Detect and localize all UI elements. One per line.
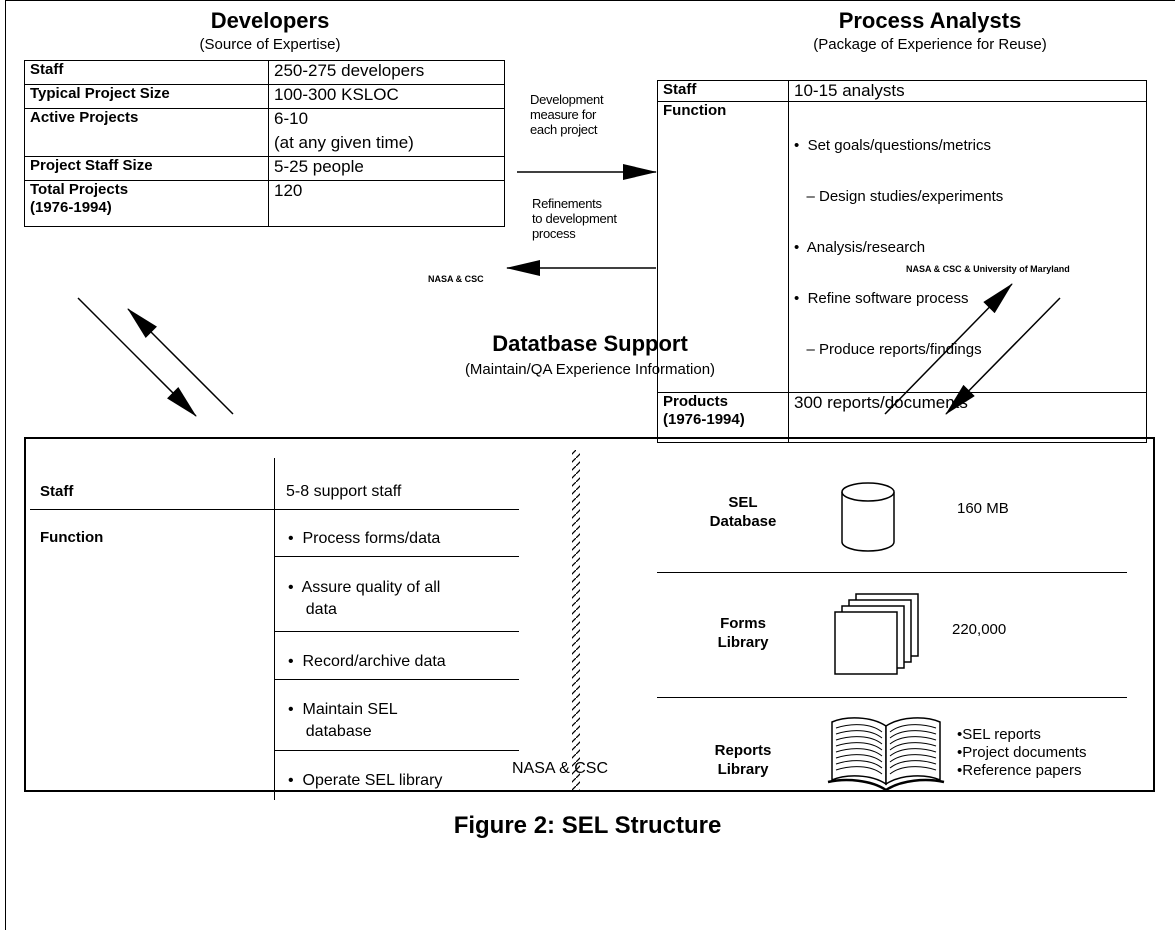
analysts-function-cell: • Set goals/questions/metrics – Design s… [788, 101, 1147, 393]
library-divider [657, 697, 1127, 698]
lib-label-line: Database [709, 513, 777, 530]
forward-label-line: Development [530, 92, 604, 107]
report-item: •Project documents [957, 744, 1087, 761]
reports-library-items: •SEL reports •Project documents •Referen… [957, 726, 1086, 780]
forms-library-count: 220,000 [952, 621, 1007, 638]
page-border-top [5, 0, 1175, 1]
analysts-title: Process Analysts [838, 8, 1022, 33]
back-arrow-label: Refinements to development process [532, 196, 617, 241]
developers-title: Developers [210, 8, 330, 33]
forward-label-line: measure for [530, 107, 597, 122]
lib-label-line: Library [717, 634, 769, 651]
developers-subtitle: (Source of Expertise) [199, 36, 341, 53]
db-function-key: Function [40, 529, 104, 546]
lib-label-line: Forms [720, 615, 766, 632]
sel-database-size: 160 MB [957, 500, 1009, 517]
forms-library-label: Forms Library [683, 614, 803, 652]
page-border-left [5, 0, 6, 930]
lib-label-line: Library [717, 761, 769, 778]
dev-total-projects-key: Total Projects [30, 181, 129, 198]
analysts-function-line: • Set goals/questions/metrics [794, 137, 992, 154]
db-function-item: • Process forms/data [288, 530, 441, 547]
dev-total-projects-value: 120 [268, 180, 505, 227]
dev-active-projects-cell: 6-10 (at any given time) [268, 108, 505, 157]
analysts-function-line: – Produce reports/findings [794, 341, 982, 358]
dev-active-projects-value: 6-10 [274, 109, 309, 128]
sel-database-label: SEL Database [683, 493, 803, 531]
dev-staff-size-value: 5-25 people [268, 156, 505, 181]
open-book-icon [827, 717, 945, 792]
forward-arrow-label: Development measure for each project [530, 92, 604, 137]
database-title: Datatbase Support [492, 331, 688, 356]
analysts-subtitle: (Package of Experience for Reuse) [813, 36, 1047, 53]
reports-library-label: Reports Library [683, 741, 803, 779]
db-function-item: • Operate SEL library [288, 772, 443, 789]
figure-caption: Figure 2: SEL Structure [453, 812, 722, 839]
dev-staff-size-key: Project Staff Size [24, 156, 269, 181]
database-cylinder-icon [841, 482, 895, 552]
analysts-products-cell: Products (1976-1994) [657, 392, 789, 443]
developers-credit: NASA & CSC [428, 274, 484, 284]
dev-total-projects-cell: Total Projects (1976-1994) [24, 180, 269, 227]
lib-label-line: SEL [728, 494, 758, 511]
analysts-to-db-arrow [945, 297, 1061, 415]
analysts-products-years: (1976-1994) [663, 411, 745, 428]
dev-staff-value: 250-275 developers [268, 60, 505, 85]
db-to-dev-arrow [127, 308, 234, 415]
back-label-line: process [532, 226, 576, 241]
back-label-line: to development [532, 211, 617, 226]
db-staff-key: Staff [40, 483, 74, 500]
db-function-item: • Assure quality of all [288, 579, 441, 596]
analysts-credit: NASA & CSC & University of Maryland [906, 264, 1070, 274]
db-function-divider [274, 556, 519, 557]
dev-total-projects-years: (1976-1994) [30, 199, 112, 216]
db-function-divider [274, 631, 519, 632]
back-label-line: Refinements [532, 196, 602, 211]
forward-label-line: each project [530, 122, 598, 137]
library-divider [657, 572, 1127, 573]
report-item: •SEL reports [957, 726, 1041, 743]
analysts-products-key: Products [663, 393, 729, 410]
database-subtitle: (Maintain/QA Experience Information) [464, 361, 716, 378]
database-support-box [24, 437, 1155, 792]
db-function-item-cont: database [288, 723, 372, 740]
db-to-analysts-arrow [884, 283, 1013, 415]
db-column-divider [274, 458, 275, 800]
report-item: •Reference papers [957, 762, 1082, 779]
dev-project-size-value: 100-300 KSLOC [268, 84, 505, 109]
db-function-item: • Maintain SEL [288, 701, 398, 718]
lib-label-line: Reports [714, 742, 772, 759]
stacked-forms-icon [834, 593, 919, 675]
dev-active-projects-note: (at any given time) [274, 133, 414, 152]
analysts-function-line: – Design studies/experiments [794, 188, 1004, 205]
analysts-function-line: • Analysis/research [794, 239, 926, 256]
db-function-divider [274, 750, 519, 751]
db-function-divider [274, 679, 519, 680]
dev-to-db-arrow [77, 297, 197, 417]
analysts-function-line: • Refine software process [794, 290, 969, 307]
database-credit: NASA & CSC [512, 760, 609, 777]
db-staff-value: 5-8 support staff [286, 483, 402, 500]
db-function-item-cont: data [288, 601, 337, 618]
hatched-divider [572, 450, 580, 790]
db-function-item: • Record/archive data [288, 653, 446, 670]
developers-table: Staff 250-275 developers Typical Project… [24, 60, 505, 227]
